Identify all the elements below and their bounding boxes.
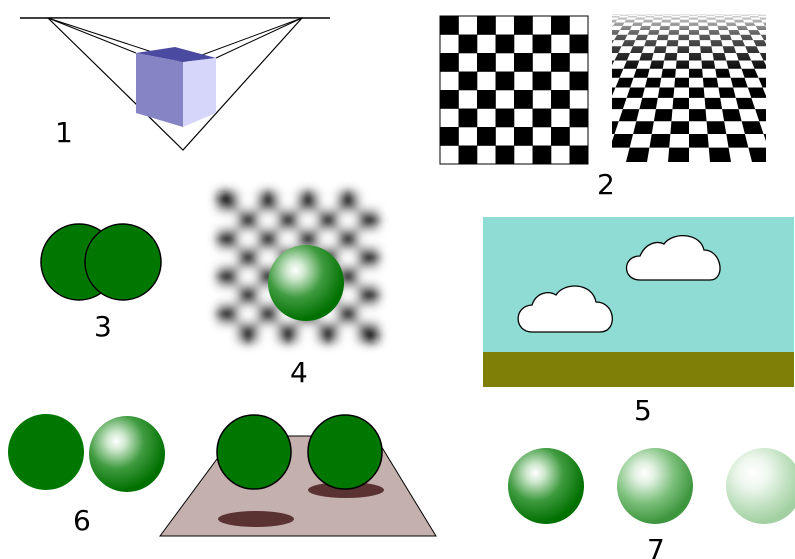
figure-label-2: 2 xyxy=(597,168,615,201)
mostly-transparent-ball xyxy=(726,448,795,524)
overlapping-circles-figure: 3 xyxy=(41,224,161,343)
left-ball-on-floor xyxy=(217,415,291,489)
opaque-ball xyxy=(508,448,584,524)
blurred-background-figure: 4 xyxy=(218,192,378,389)
perspective-cube-figure: 1 xyxy=(20,18,330,150)
shading-shadow-figure: 6 xyxy=(8,414,436,537)
figure-label-3: 3 xyxy=(94,310,112,343)
figure-label-4: 4 xyxy=(290,356,308,389)
flat-ball xyxy=(8,414,84,490)
figure-label-6: 6 xyxy=(73,504,91,537)
ground xyxy=(483,352,794,387)
figure-label-1: 1 xyxy=(55,116,73,149)
shaded-ball xyxy=(89,416,165,492)
checkerboard-figure: 2 xyxy=(290,14,795,201)
cube-left-face xyxy=(136,53,183,127)
right-ball-on-floor xyxy=(308,415,382,489)
front-circle xyxy=(85,224,161,300)
floor-plane xyxy=(160,436,436,536)
shadow-far-ball xyxy=(218,511,294,527)
figure-label-7: 7 xyxy=(647,533,665,559)
semi-transparent-ball xyxy=(617,448,693,524)
transparency-figure: 7 xyxy=(508,448,795,559)
flat-checkerboard xyxy=(440,16,588,164)
focused-shaded-ball xyxy=(268,245,344,321)
landscape-figure: 5 xyxy=(483,217,794,427)
figure-label-5: 5 xyxy=(634,394,652,427)
